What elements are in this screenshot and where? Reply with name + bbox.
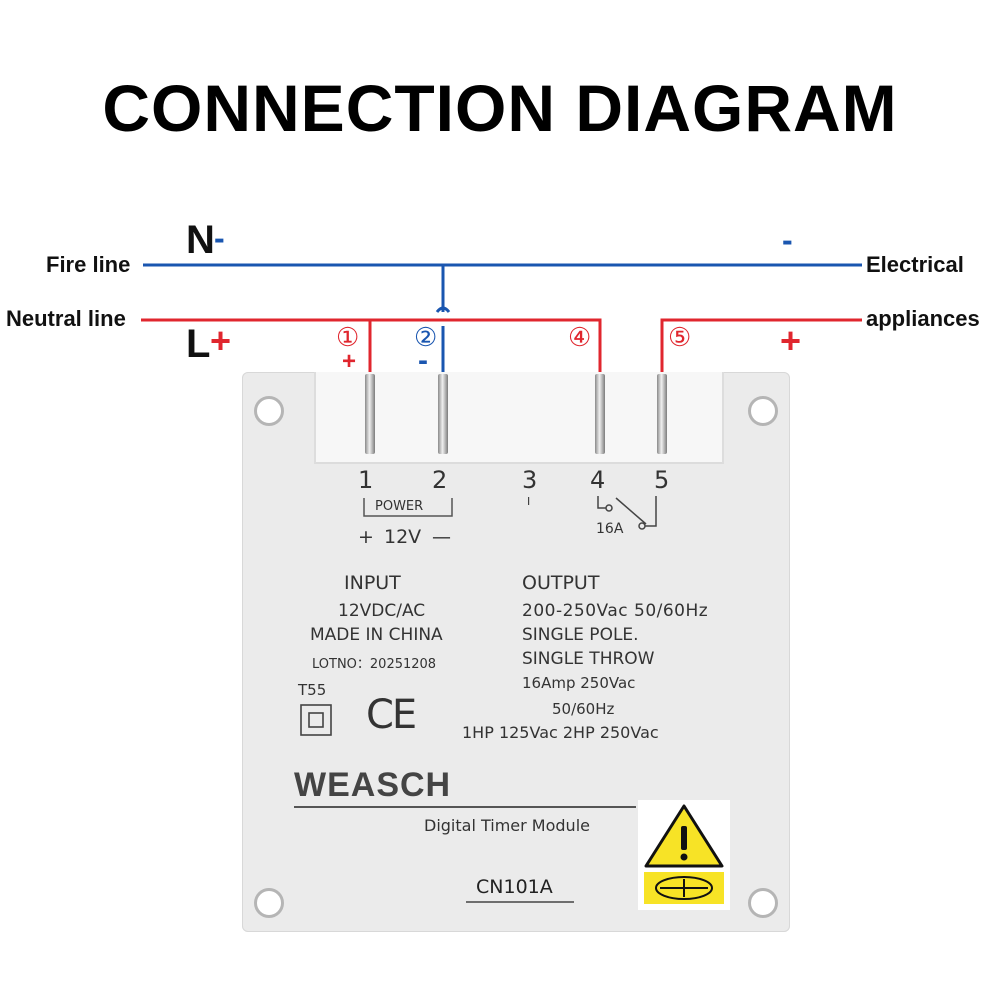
terminal-marker-2: ② (414, 322, 438, 352)
page-title: CONNECTION DIAGRAM (102, 71, 898, 145)
brand-underline (294, 806, 636, 808)
output-title: OUTPUT (522, 572, 600, 594)
input-title: INPUT (344, 572, 401, 594)
relay-current-label: 16A (596, 521, 624, 537)
input-rating: 12VDC/AC (338, 601, 426, 621)
load-minus-sign: - (782, 222, 793, 258)
terminal-number-3: 3 (522, 466, 538, 494)
terminal-number-5: 5 (654, 466, 670, 494)
appliances-label: appliances (866, 306, 980, 331)
live-wire-left (141, 318, 602, 372)
brand-name: WEASCH (294, 766, 452, 804)
output-amp-rating: 16Amp 250Vac (522, 674, 636, 692)
output-single-throw: SINGLE THROW (522, 649, 655, 669)
output-rating: 200-250Vac 50/60Hz (522, 601, 709, 621)
power-bracket (363, 498, 453, 517)
n-minus-sign: - (214, 220, 225, 256)
model-number: CN101A (476, 876, 553, 898)
live-wire-load (660, 318, 862, 372)
terminal-3-mark: I (527, 495, 531, 508)
terminal-number-2: 2 (432, 466, 448, 494)
terminal-marker-5: ⑤ (668, 322, 692, 352)
hp-rating: 1HP 125Vac 2HP 250Vac (462, 723, 659, 742)
terminal-pin-2 (438, 374, 448, 454)
fire-line-label: Fire line (46, 252, 131, 277)
neutral-wire-hop (435, 306, 451, 313)
relay-switch-icon (597, 496, 657, 530)
double-insulation-icon (300, 704, 332, 736)
mounting-hole-bottom-right (748, 888, 778, 918)
terminal-marker-4: ④ (568, 322, 592, 352)
l-plus-sign: + (210, 320, 232, 361)
neutral-wire-hop-lower (437, 322, 449, 326)
mounting-hole-top-left (254, 396, 284, 426)
terminal-marker-1-sign: + (342, 348, 357, 375)
made-in-china: MADE IN CHINA (310, 625, 443, 645)
terminal-pin-4 (595, 374, 605, 454)
terminal-number-4: 4 (590, 466, 606, 494)
power-plus: + (358, 526, 374, 548)
neutral-line-label: Neutral line (6, 306, 126, 331)
power-minus: — (432, 526, 451, 548)
t55-label: T55 (298, 681, 327, 699)
module-type: Digital Timer Module (424, 816, 590, 835)
model-underline (466, 901, 574, 903)
l-letter: L (186, 322, 211, 366)
output-single-pole: SINGLE POLE. (522, 625, 639, 645)
output-frequency: 50/60Hz (552, 700, 615, 718)
terminal-marker-1: ① (336, 322, 360, 352)
warning-label (638, 800, 730, 910)
load-plus-sign: + (780, 320, 802, 361)
terminal-number-1: 1 (358, 466, 374, 494)
mounting-hole-bottom-left (254, 888, 284, 918)
lot-number: LOTNO：20251208 (312, 657, 437, 672)
terminal-slot (314, 372, 724, 464)
ce-mark: CE (366, 692, 417, 738)
terminal-pin-1 (365, 374, 375, 454)
n-letter: N (186, 218, 215, 262)
mounting-hole-top-right (748, 396, 778, 426)
power-voltage: 12V (384, 526, 422, 548)
warning-triangle-icon (644, 804, 724, 904)
terminal-marker-2-sign: - (418, 344, 428, 377)
power-label: POWER (372, 499, 427, 514)
electrical-label: Electrical (866, 252, 964, 277)
terminal-pin-5 (657, 374, 667, 454)
